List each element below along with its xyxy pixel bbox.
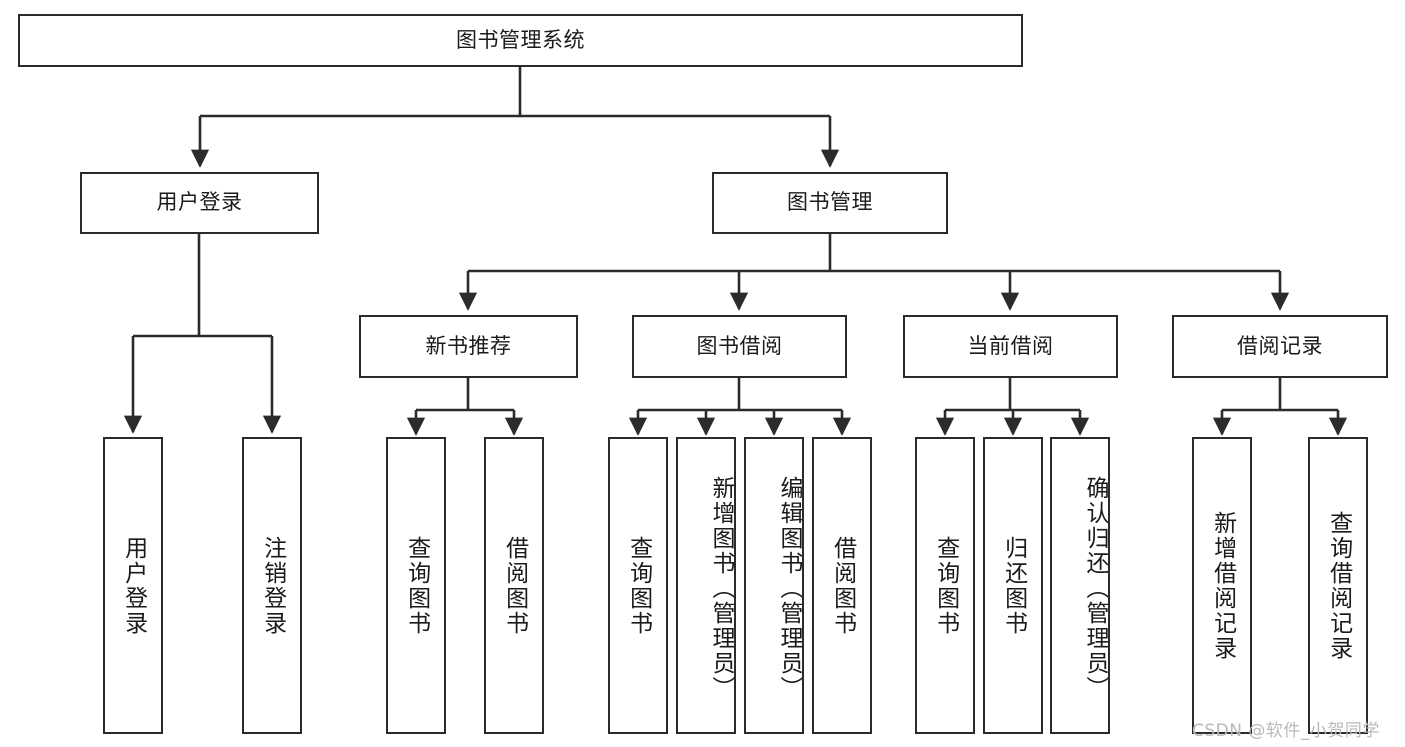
leaf-confirm-return-admin[interactable]: 确认归还（管理员） <box>1050 437 1110 734</box>
leaf-add-borrow-record[interactable]: 新增借阅记录 <box>1192 437 1252 734</box>
leaf-logout[interactable]: 注销登录 <box>242 437 302 734</box>
leaf-query-books-recommend[interactable]: 查询图书 <box>386 437 446 734</box>
leaf-add-book-admin[interactable]: 新增图书（管理员） <box>676 437 736 734</box>
csdn-watermark: CSDN @软件_小贺同学 <box>1192 721 1380 741</box>
leaf-edit-book-admin[interactable]: 编辑图书（管理员） <box>744 437 804 734</box>
node-root-book-management-system[interactable]: 图书管理系统 <box>18 14 1023 67</box>
leaf-borrow-books[interactable]: 借阅图书 <box>812 437 872 734</box>
node-borrow-record[interactable]: 借阅记录 <box>1172 315 1388 378</box>
leaf-query-borrow-record[interactable]: 查询借阅记录 <box>1308 437 1368 734</box>
leaf-user-login[interactable]: 用户登录 <box>103 437 163 734</box>
node-user-login[interactable]: 用户登录 <box>80 172 319 234</box>
node-current-borrow[interactable]: 当前借阅 <box>903 315 1118 378</box>
node-new-book-recommend[interactable]: 新书推荐 <box>359 315 578 378</box>
node-book-management[interactable]: 图书管理 <box>712 172 948 234</box>
leaf-borrow-books-recommend[interactable]: 借阅图书 <box>484 437 544 734</box>
node-book-borrow[interactable]: 图书借阅 <box>632 315 847 378</box>
leaf-query-books-current[interactable]: 查询图书 <box>915 437 975 734</box>
leaf-return-books[interactable]: 归还图书 <box>983 437 1043 734</box>
leaf-query-books-borrow[interactable]: 查询图书 <box>608 437 668 734</box>
